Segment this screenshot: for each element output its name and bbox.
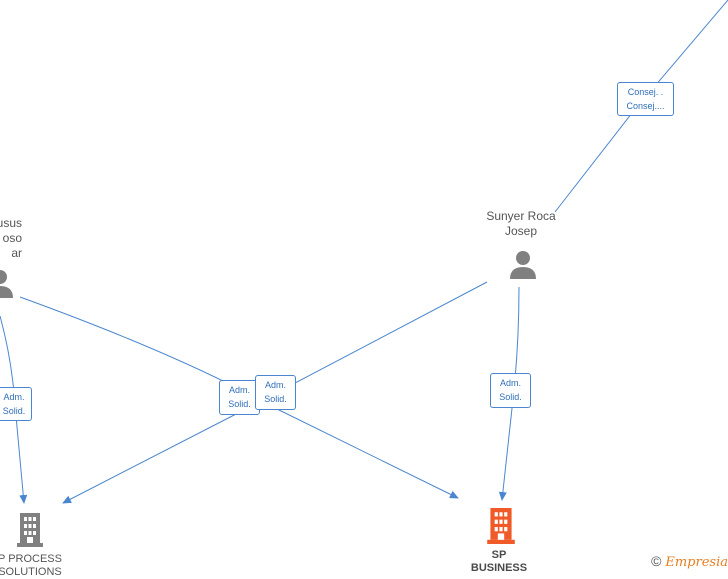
company-name-line: SOLUTIONS [0, 566, 62, 578]
person-icon[interactable] [509, 249, 537, 279]
company-label-p-process: P PROCESS SOLUTIONS [0, 553, 70, 579]
building-icon[interactable] [16, 513, 44, 547]
person-label-left: usus oso ar [0, 216, 22, 261]
relation-line: Consej.... [626, 101, 665, 111]
building-icon[interactable] [486, 508, 516, 544]
person-name-line: Sunyer Roca [486, 209, 556, 223]
copyright-brand: © Empresia [651, 553, 728, 570]
person-name-line: Josep [504, 224, 538, 238]
relation-label-adm-solid[interactable]: Adm. Solid. [0, 387, 32, 421]
person-name-line: usus [0, 216, 22, 230]
company-name-line: BUSINESS [470, 562, 528, 574]
company-name-line: SP [491, 549, 507, 561]
relation-label-adm-solid[interactable]: Adm. Solid. [255, 375, 296, 410]
relation-line: Solid. [2, 406, 26, 416]
relation-line: Consej. . [627, 87, 664, 97]
person-label-sunyer: Sunyer Roca Josep [471, 209, 571, 239]
person-name-line: ar [11, 246, 22, 260]
relation-label-consej[interactable]: Consej. . Consej.... [617, 82, 674, 116]
person-icon[interactable] [0, 268, 14, 298]
brand-logo[interactable]: Empresia [665, 555, 728, 570]
relation-line: Adm. [228, 385, 250, 395]
person-name-line: oso [2, 231, 22, 245]
company-name-line: P PROCESS [0, 553, 62, 565]
relation-line: Solid. [228, 399, 251, 409]
relation-line: Adm. [499, 378, 521, 388]
relation-line: Solid. [499, 392, 522, 402]
relation-label-adm-solid[interactable]: Adm. Solid. [490, 373, 531, 408]
company-label-sp-business: SP BUSINESS [459, 549, 539, 575]
relation-label-adm-solid[interactable]: Adm. Solid. [219, 380, 260, 415]
relation-line: Adm. [3, 392, 25, 402]
copyright-icon: © [651, 553, 662, 569]
relation-line: Adm. [264, 380, 286, 390]
relation-line: Solid. [264, 394, 287, 404]
